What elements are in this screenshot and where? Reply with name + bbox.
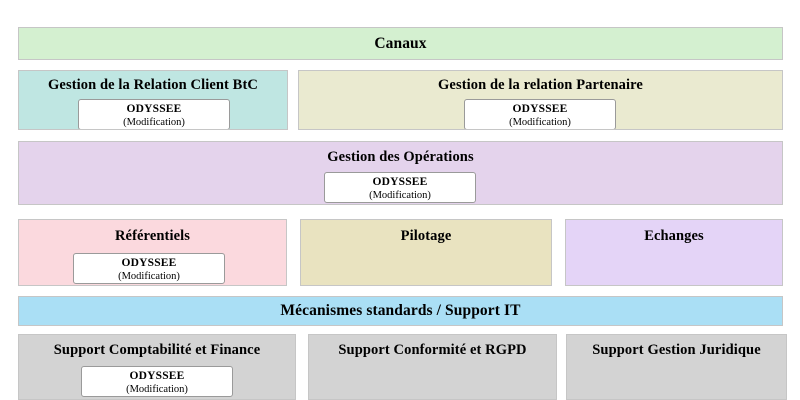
application-state: (Modification) (123, 117, 185, 128)
application-chip-odyssee[interactable]: ODYSSEE (Modification) (81, 366, 233, 397)
capability-block-support-gestion-juridique[interactable]: Support Gestion Juridique (566, 334, 787, 400)
capability-block-relation-partenaire[interactable]: Gestion de la relation Partenaire ODYSSE… (298, 70, 783, 130)
application-chip-odyssee[interactable]: ODYSSEE (Modification) (78, 99, 230, 129)
capability-label-support-comptabilite-finance: Support Comptabilité et Finance (53, 342, 261, 358)
application-name: ODYSSEE (512, 103, 568, 115)
application-state: (Modification) (118, 271, 180, 282)
capability-block-canaux[interactable]: Canaux (18, 27, 783, 60)
capability-block-support-comptabilite-finance[interactable]: Support Comptabilité et Finance ODYSSEE … (18, 334, 296, 400)
capability-block-gestion-des-operations[interactable]: Gestion des Opérations ODYSSEE (Modifica… (18, 141, 783, 205)
capability-label-canaux: Canaux (374, 35, 427, 52)
capability-label-referentiels: Référentiels (114, 228, 190, 244)
application-chip-odyssee[interactable]: ODYSSEE (Modification) (324, 172, 476, 203)
application-chip-odyssee[interactable]: ODYSSEE (Modification) (464, 99, 616, 129)
capability-block-pilotage[interactable]: Pilotage (300, 219, 552, 286)
capability-block-support-conformite-rgpd[interactable]: Support Conformité et RGPD (308, 334, 557, 400)
application-state: (Modification) (509, 117, 571, 128)
capability-label-relation-client-btc: Gestion de la Relation Client BtC (48, 77, 258, 93)
capability-label-relation-partenaire: Gestion de la relation Partenaire (438, 77, 643, 93)
capability-label-gestion-des-operations: Gestion des Opérations (327, 149, 474, 165)
application-name: ODYSSEE (126, 103, 182, 115)
capability-label-pilotage: Pilotage (400, 228, 452, 244)
capability-block-relation-client-btc[interactable]: Gestion de la Relation Client BtC ODYSSE… (18, 70, 288, 130)
capability-block-mecanismes-standards[interactable]: Mécanismes standards / Support IT (18, 296, 783, 326)
application-state: (Modification) (369, 190, 431, 201)
application-name: ODYSSEE (372, 176, 428, 188)
application-state: (Modification) (126, 384, 188, 395)
application-name: ODYSSEE (121, 257, 177, 269)
capability-block-echanges[interactable]: Echanges (565, 219, 783, 286)
capability-label-support-conformite-rgpd: Support Conformité et RGPD (338, 342, 527, 358)
application-chip-odyssee[interactable]: ODYSSEE (Modification) (73, 253, 225, 284)
capability-label-mecanismes-standards: Mécanismes standards / Support IT (280, 302, 521, 319)
capability-block-referentiels[interactable]: Référentiels ODYSSEE (Modification) (18, 219, 287, 286)
capability-label-echanges: Echanges (644, 228, 704, 244)
application-name: ODYSSEE (129, 370, 185, 382)
capability-label-support-gestion-juridique: Support Gestion Juridique (592, 342, 761, 358)
